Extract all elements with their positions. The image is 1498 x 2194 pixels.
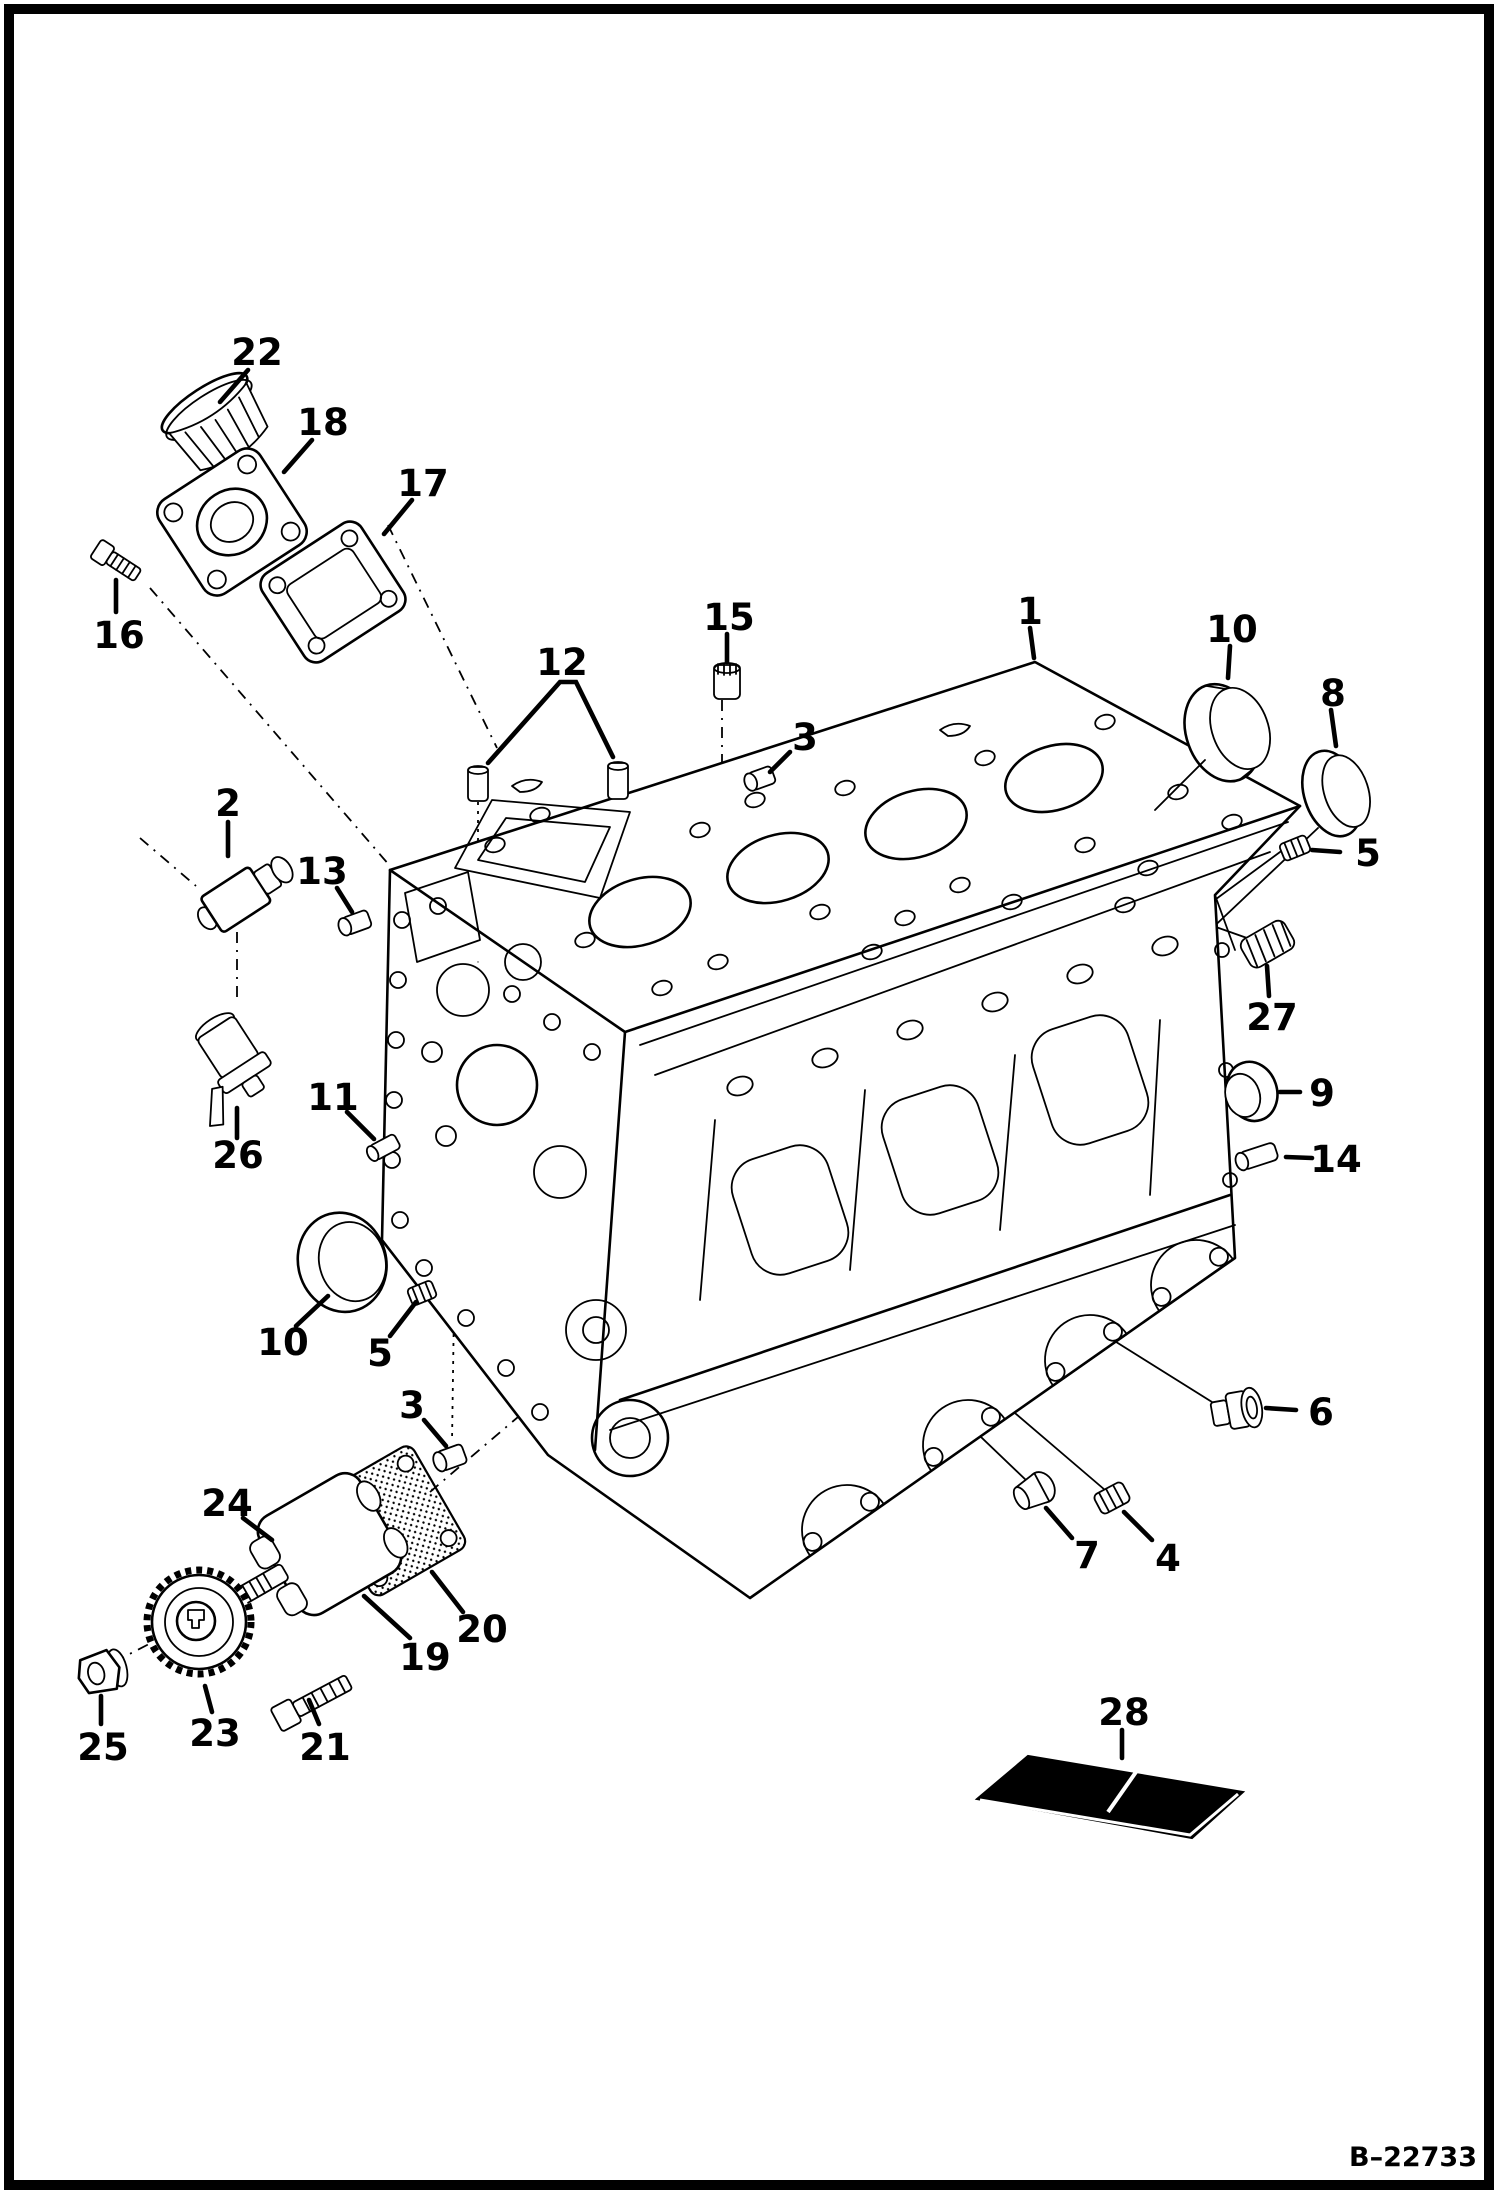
callout-2: 2: [215, 782, 241, 825]
callout-21: 21: [299, 1726, 351, 1769]
callout-9: 9: [1309, 1072, 1335, 1115]
callout-17: 17: [397, 462, 449, 505]
bearing-cap: [801, 1484, 885, 1557]
part-28-plate: [974, 1754, 1246, 1840]
part-12-pin-right: [607, 761, 629, 800]
callout-15: 15: [703, 596, 755, 639]
part-10a-cup-plug: [1183, 682, 1271, 783]
part-13-plug: [337, 909, 373, 937]
part-27-threaded-plug: [1239, 919, 1296, 969]
part-5b-plug: [406, 1280, 438, 1306]
part-25-nut: [77, 1648, 129, 1695]
part-2-pressure-switch: [197, 856, 294, 933]
part-23-gear: [143, 1566, 255, 1678]
deck-slot: [454, 799, 631, 899]
callout-10b: 10: [257, 1321, 309, 1364]
part-7-plug: [1012, 1471, 1056, 1510]
figure-code: B–22733: [1349, 2142, 1477, 2173]
callout-5b: 5: [367, 1332, 393, 1375]
bearing-cap: [1150, 1239, 1234, 1312]
callout-8: 8: [1320, 672, 1346, 715]
part-11-dowel-pin: [365, 1133, 401, 1162]
callout-16: 16: [93, 614, 145, 657]
part-6-bolt: [1209, 1386, 1264, 1430]
callout-23: 23: [189, 1712, 241, 1755]
callout-1: 1: [1017, 590, 1043, 633]
part-4-threaded-plug: [1093, 1481, 1131, 1515]
part-10b-cup-plug: [296, 1211, 388, 1314]
part-21-bolt: [270, 1674, 353, 1732]
callout-5a: 5: [1355, 832, 1381, 875]
part-26-sender: [195, 1012, 272, 1127]
callout-12: 12: [536, 641, 588, 684]
deck-holes: [484, 713, 1243, 997]
callout-25: 25: [77, 1726, 129, 1769]
part-9-cup-plug: [1224, 1060, 1279, 1123]
callout-4: 4: [1155, 1537, 1181, 1580]
part-14-pin: [1234, 1142, 1279, 1172]
part-17-gasket: [259, 520, 407, 664]
leader-lines: [98, 367, 1343, 1761]
callout-14: 14: [1310, 1138, 1362, 1181]
callout-3b: 3: [399, 1384, 425, 1427]
callout-28: 28: [1098, 1691, 1150, 1734]
callout-3a: 3: [792, 716, 818, 759]
cylinder-bores: [588, 742, 1105, 949]
part-16-bolt: [90, 539, 142, 582]
callout-24: 24: [201, 1482, 253, 1525]
callout-27: 27: [1246, 996, 1298, 1039]
callout-10a: 10: [1206, 608, 1258, 651]
part-8-cup-plug: [1301, 749, 1371, 838]
bearing-cap: [1044, 1314, 1128, 1387]
part-3b-plug: [432, 1443, 468, 1473]
callout-19: 19: [399, 1636, 451, 1679]
page-border: [4, 4, 1494, 2190]
engine-block: [380, 660, 1302, 1600]
callout-18: 18: [297, 401, 349, 444]
callout-7: 7: [1074, 1534, 1100, 1577]
crankcase-face-details: [565, 935, 1238, 1557]
part-15-sleeve: [713, 662, 741, 700]
bearing-cap: [922, 1399, 1006, 1472]
callout-11: 11: [307, 1076, 359, 1119]
part-5a-plug: [1278, 834, 1312, 862]
callout-22: 22: [231, 331, 283, 374]
callout-20: 20: [456, 1608, 508, 1651]
callout-6: 6: [1308, 1391, 1334, 1434]
callout-13: 13: [296, 850, 348, 893]
part-18-filler-flange: [156, 447, 308, 597]
callout-26: 26: [212, 1134, 264, 1177]
part-19-oil-pump: [235, 1471, 409, 1617]
part-12-pin-left: [467, 765, 489, 802]
